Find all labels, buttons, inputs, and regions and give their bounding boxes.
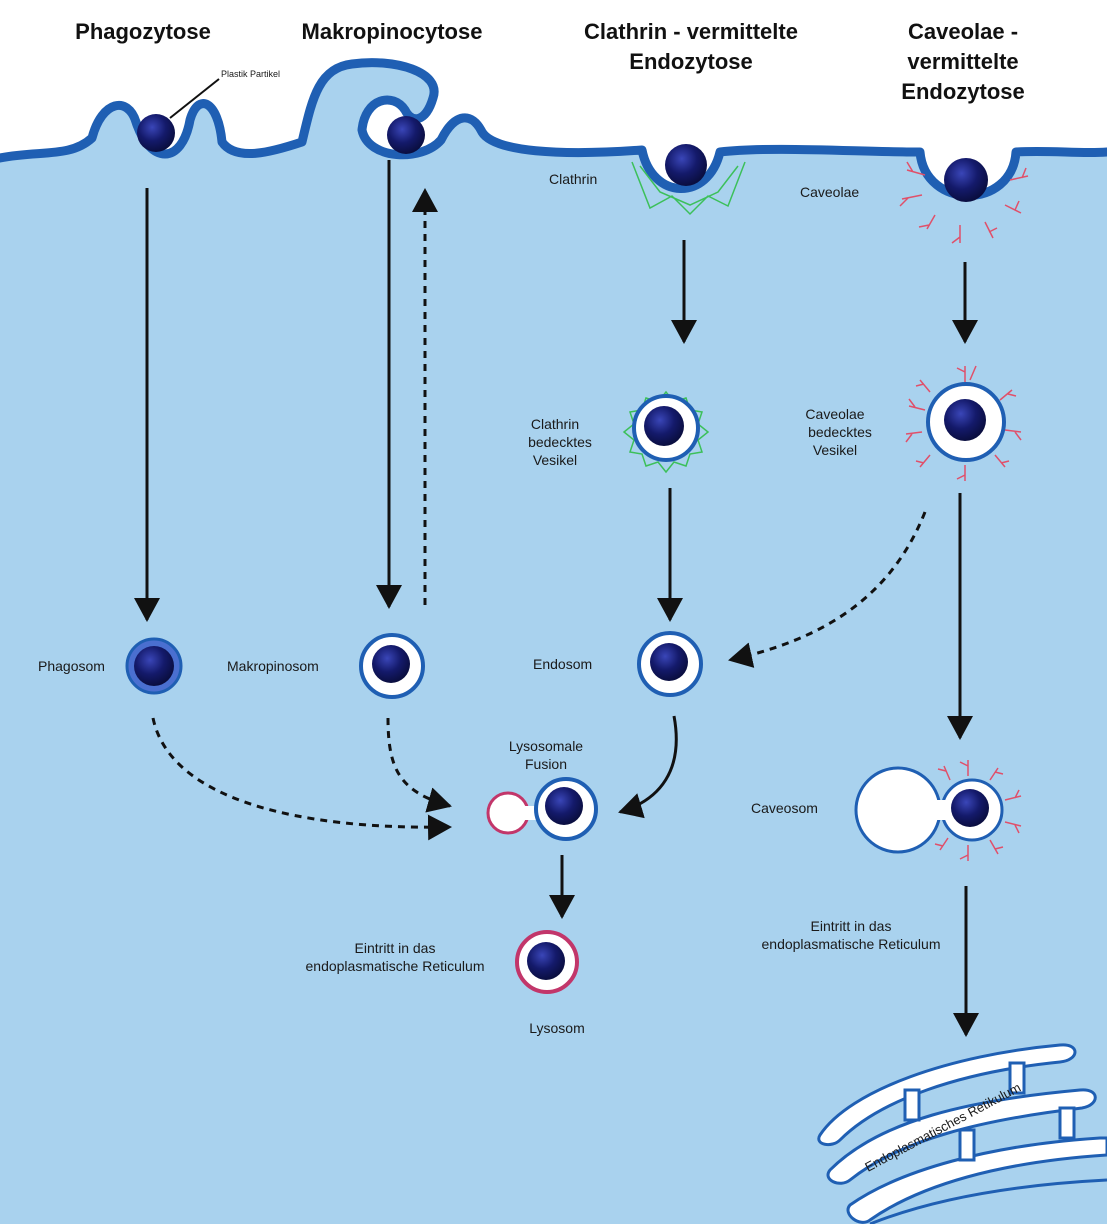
- label-caveolae: Caveolae: [800, 184, 859, 200]
- label-er-entry-right-1: Eintritt in das: [811, 918, 892, 934]
- label-clathrin-vesicle-1: Clathrin: [531, 416, 579, 432]
- header-clathrin-line1: Clathrin - vermittelte: [584, 19, 798, 44]
- caveolae-coated-vesicle: [905, 365, 1022, 481]
- header-clathrin-line2: Endozytose: [629, 49, 752, 74]
- label-caveolae-vesicle-3: Vesikel: [813, 442, 857, 458]
- header-macropinocytosis: Makropinocytose: [302, 19, 483, 44]
- header-caveolae-line3: Endozytose: [901, 79, 1024, 104]
- particle-caveolae-surface: [944, 158, 988, 202]
- caveolae-pit: [899, 161, 1029, 244]
- phagosome: [125, 637, 183, 695]
- label-plastic-particle: Plastik Partikel: [221, 69, 280, 79]
- label-clathrin-vesicle-2: bedecktes: [528, 434, 592, 450]
- label-caveolae-vesicle-1: Caveolae: [805, 406, 864, 422]
- arrow-macropinosome-to-fusion: [386, 717, 452, 813]
- label-endosome: Endosom: [533, 656, 592, 672]
- label-er-entry-right-2: endoplasmatische Reticulum: [762, 936, 941, 952]
- label-macropinosome: Makropinosom: [227, 658, 319, 674]
- arrow-endosome-to-fusion: [618, 715, 678, 819]
- label-er-entry-left-1: Eintritt in das: [355, 940, 436, 956]
- caveosome: [854, 760, 1022, 861]
- label-lysosomal-fusion-1: Lysosomale: [509, 738, 583, 754]
- clathrin-pit: [631, 144, 746, 216]
- clathrin-coated-vesicle: [622, 390, 710, 474]
- lysosome: [515, 930, 579, 994]
- particle-macropinocytosis-surface: [387, 116, 425, 154]
- arrow-caveolae-to-endosome: [728, 511, 927, 668]
- label-er-entry-left-2: endoplasmatische Reticulum: [306, 958, 485, 974]
- header-caveolae-line2: vermittelte: [907, 49, 1018, 74]
- macropinosome: [359, 633, 425, 699]
- label-phagosome: Phagosom: [38, 658, 105, 674]
- header-caveolae-line1: Caveolae -: [908, 19, 1018, 44]
- plastic-particle-leader: [169, 78, 220, 119]
- label-clathrin: Clathrin: [549, 171, 597, 187]
- endoplasmic-reticulum: [817, 1043, 1107, 1224]
- lysosomal-fusion: [486, 777, 598, 841]
- label-caveosome: Caveosom: [751, 800, 818, 816]
- header-phagocytosis: Phagozytose: [75, 19, 211, 44]
- label-lysosome: Lysosom: [529, 1020, 585, 1036]
- arrow-phagosome-to-fusion: [151, 717, 452, 841]
- particle-phagocytosis-surface: [137, 114, 175, 152]
- cytoplasm: [0, 63, 1107, 1224]
- cell-membrane: [0, 58, 1107, 200]
- label-caveolae-vesicle-2: bedecktes: [808, 424, 872, 440]
- label-lysosomal-fusion-2: Fusion: [525, 756, 567, 772]
- endosome: [637, 631, 703, 697]
- label-clathrin-vesicle-3: Vesikel: [533, 452, 577, 468]
